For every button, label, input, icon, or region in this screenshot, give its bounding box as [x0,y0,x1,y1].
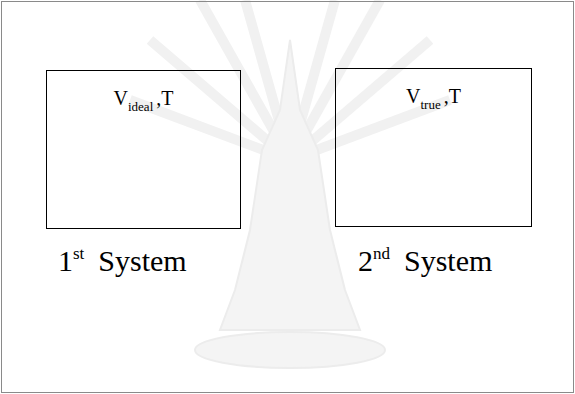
variable-text: V [406,85,420,107]
variable-text: V [114,87,128,109]
caption-text: 2 [358,244,373,277]
system-box: Videal,T [46,70,241,229]
box-label: Vtrue,T [336,85,531,108]
ordinal-suffix: nd [373,244,390,263]
watermark-emblem [195,40,385,368]
box-label: Videal,T [47,87,240,110]
caption-text: 1 [58,244,73,277]
variable-text: ,T [156,87,173,109]
caption-text: System [404,244,492,277]
ordinal-suffix: st [73,244,84,263]
system-box: Vtrue,T [335,68,532,227]
system-caption: 1st System [58,244,187,278]
caption-text: System [98,244,186,277]
subscript-text: true [421,97,441,112]
subscript-text: ideal [128,99,153,114]
variable-text: ,T [444,85,461,107]
system-caption: 2nd System [358,244,492,278]
